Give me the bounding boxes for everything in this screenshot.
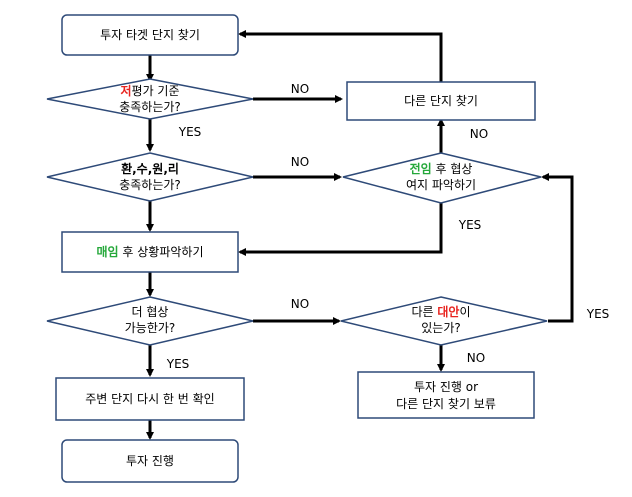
- low-price-line1: 평가 기준: [132, 84, 180, 98]
- alternative-post: 이: [459, 305, 470, 319]
- label-yes-lowprice: YES: [178, 125, 202, 139]
- jeonim-line2: 여지 파악하기: [406, 178, 476, 192]
- alternative-highlight: 대안: [437, 304, 459, 319]
- node-find-target: 투자 타겟 단지 찾기: [61, 14, 239, 56]
- node-low-price: 저평가 기준 충족하는가?: [46, 78, 254, 120]
- node-find-target-label: 투자 타겟 단지 찾기: [100, 28, 200, 42]
- hwansu-line2: 충족하는가?: [119, 178, 181, 192]
- hwansu-line1: 환,수,원,리: [121, 161, 179, 176]
- label-no-negotiable: NO: [291, 297, 309, 311]
- maeim-highlight: 매임: [96, 244, 118, 259]
- hold-line2: 다른 단지 찾기 보류: [396, 397, 496, 411]
- svg-text:전임 후 협상: 전임 후 협상: [410, 161, 473, 176]
- arrow-alternative-yes: [541, 173, 574, 323]
- label-no-jeonim: NO: [470, 127, 488, 141]
- label-no-hwansu: NO: [291, 155, 309, 169]
- node-hold: 투자 진행 or 다른 단지 찾기 보류: [357, 371, 535, 419]
- svg-text:다른 대안이: 다른 대안이: [411, 304, 470, 319]
- node-negotiable: 더 협상 가능한가?: [46, 296, 254, 346]
- node-other-complex-label: 다른 단지 찾기: [404, 94, 478, 108]
- label-no-alternative: NO: [467, 351, 485, 365]
- negotiable-line1: 더 협상: [132, 305, 169, 319]
- arrow-jeonim-yes: [238, 203, 443, 256]
- maeim-label: 후 상황파악하기: [119, 245, 204, 259]
- node-other-complex: 다른 단지 찾기: [346, 81, 536, 121]
- node-recheck: 주변 단지 다시 한 번 확인: [55, 377, 245, 421]
- node-jeonim: 전임 후 협상 여지 파악하기: [342, 152, 542, 204]
- svg-text:매임 후 상황파악하기: 매임 후 상황파악하기: [96, 244, 203, 259]
- node-alternative: 다른 대안이 있는가?: [340, 296, 548, 346]
- jeonim-highlight: 전임: [410, 161, 432, 176]
- arrow-other-to-target: [238, 30, 443, 82]
- svg-text:저평가 기준: 저평가 기준: [120, 83, 179, 98]
- jeonim-line1: 후 협상: [432, 162, 473, 176]
- label-yes-jeonim: YES: [458, 218, 482, 232]
- label-no-lowprice: NO: [291, 82, 309, 96]
- label-yes-negotiable: YES: [166, 357, 190, 371]
- alternative-line2: 있는가?: [421, 321, 461, 335]
- connectors: [146, 30, 574, 440]
- alternative-pre: 다른: [411, 305, 437, 319]
- node-proceed: 투자 진행: [61, 439, 239, 483]
- negotiable-line2: 가능한가?: [125, 321, 176, 335]
- label-yes-alternative: YES: [586, 307, 610, 321]
- node-hwansu: 환,수,원,리 충족하는가?: [46, 152, 254, 202]
- node-recheck-label: 주변 단지 다시 한 번 확인: [85, 392, 214, 406]
- low-price-line2: 충족하는가?: [119, 100, 181, 114]
- node-maeim: 매임 후 상황파악하기: [61, 231, 239, 273]
- low-price-highlight: 저: [120, 83, 131, 98]
- hold-line1: 투자 진행 or: [414, 379, 478, 394]
- node-proceed-label: 투자 진행: [126, 453, 174, 468]
